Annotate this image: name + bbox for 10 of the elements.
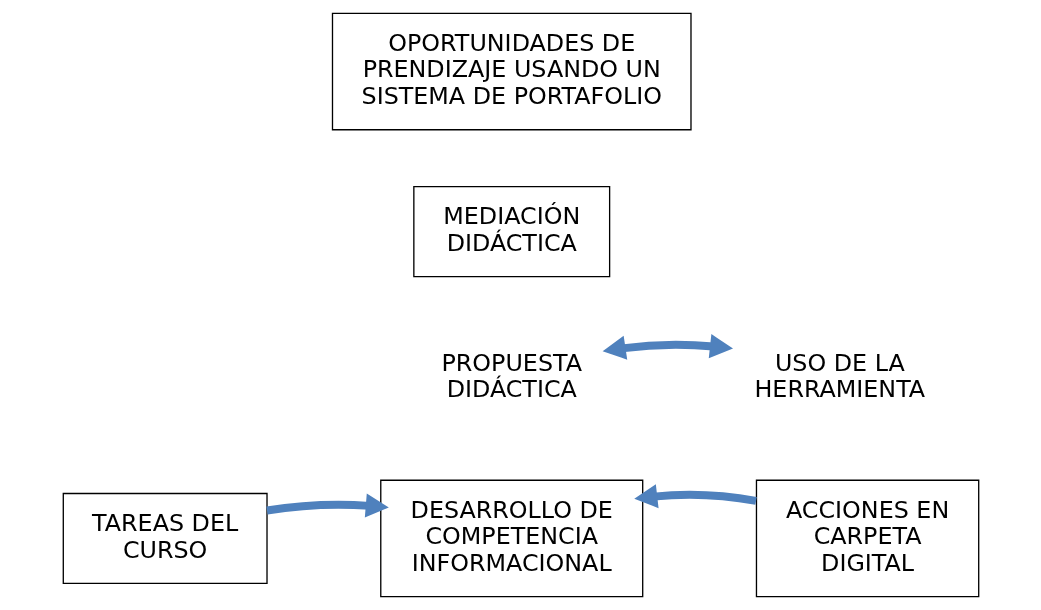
- node-box: OPORTUNIDADES DE PRENDIZAJE USANDO UN SISTEMA DE PORTAFOLIO: [331, 12, 692, 131]
- node-box: ACCIONES EN CARPETA DIGITAL: [755, 479, 979, 598]
- arrow: [633, 484, 757, 509]
- arrow: [265, 493, 389, 518]
- node-box: MEDIACIÓN DIDÁCTICA: [412, 185, 610, 278]
- node-box: DESARROLLO DE COMPETENCIA INFORMACIONAL: [379, 479, 643, 598]
- arrow: [602, 334, 733, 360]
- node-text: USO DE LA HERRAMIENTA: [753, 349, 925, 404]
- node-box: TAREAS DEL CURSO: [62, 492, 268, 585]
- node-text: PROPUESTA DIDÁCTICA: [440, 349, 582, 404]
